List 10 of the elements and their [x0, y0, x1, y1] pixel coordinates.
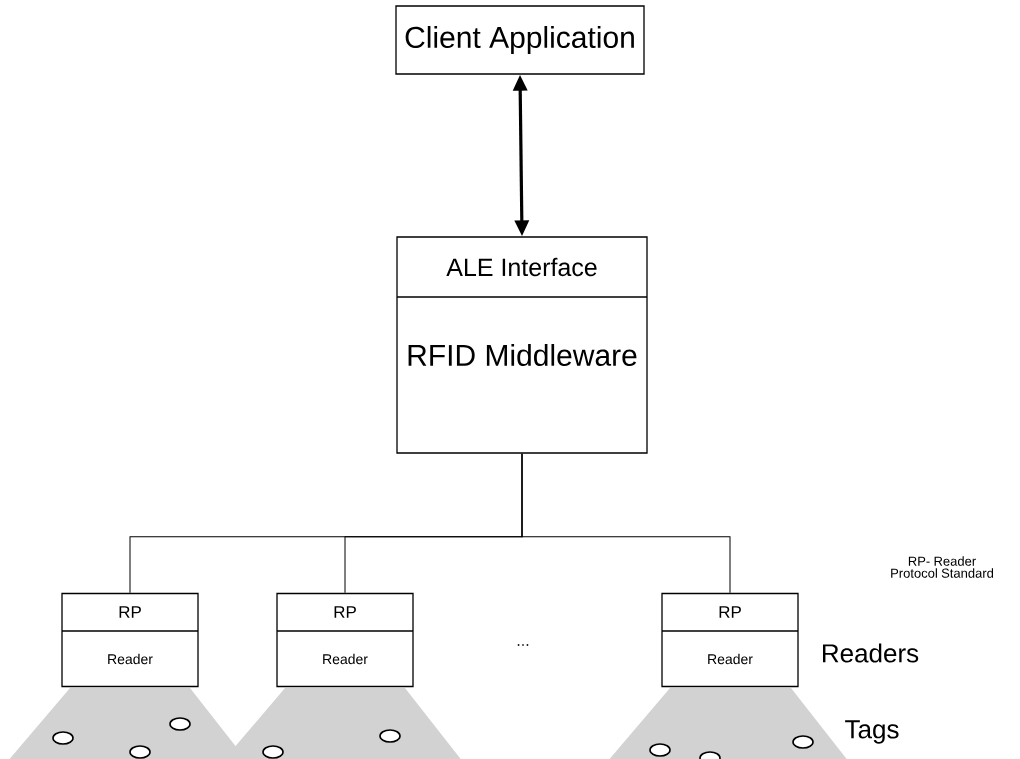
note-text: RP- Reader Protocol Standard	[891, 556, 994, 578]
reader-box: RP Reader	[661, 592, 799, 688]
ellipsis-text: ...	[517, 644, 529, 646]
reader-box: RP Reader	[61, 592, 199, 688]
row-label: Tags	[845, 720, 899, 744]
middleware-box: ALE Interface RFID Middleware	[396, 236, 648, 454]
application-box: Client Application	[395, 5, 645, 75]
connector-line	[521, 453, 731, 594]
reader-box: RP Reader	[276, 592, 414, 688]
row-label: Readers	[823, 643, 919, 663]
